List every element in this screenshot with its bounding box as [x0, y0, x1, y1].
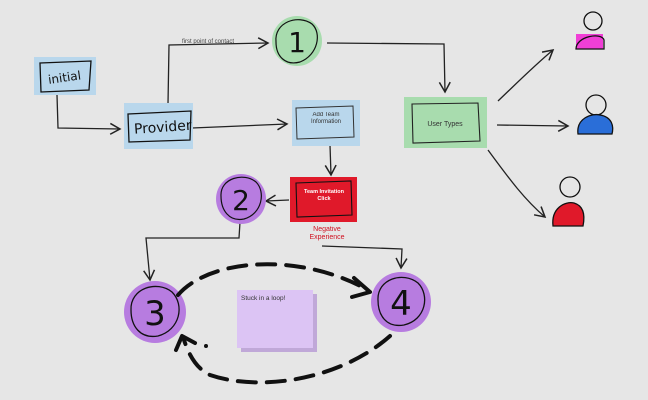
loop-bottom-arc: [182, 334, 392, 385]
loop-arrowhead-to-step4: [350, 276, 372, 299]
edge-invitation-to-step4: [321, 245, 408, 270]
edge-provider-to-add-team: [191, 118, 289, 131]
sticky-note[interactable]: Stuck in a loop!: [237, 290, 317, 352]
edge-user-types-to-user-blue: [496, 119, 570, 132]
user-red-icon: [552, 176, 585, 227]
step-3-label: 3: [144, 294, 166, 334]
node-team-invitation[interactable]: Team Invitation Click: [290, 177, 357, 222]
edge-step2-to-step3: [143, 221, 241, 282]
edge-step1-to-user-types: [326, 42, 451, 94]
user-pink-icon: [575, 11, 605, 50]
edge-user-types-to-user-red: [487, 149, 547, 219]
user-blue-icon: [577, 94, 614, 135]
step-1-circle[interactable]: 1: [272, 16, 322, 66]
step-1-label: 1: [288, 26, 306, 59]
step-4-label: 4: [390, 284, 412, 324]
edge-provider-to-step1: [167, 37, 270, 105]
node-provider[interactable]: Provider: [124, 103, 193, 149]
edge-user-types-to-user-pink: [497, 49, 555, 102]
connectors: [56, 37, 570, 282]
sticky-note-text: Stuck in a loop!: [241, 295, 286, 302]
step-2-circle[interactable]: 2: [216, 174, 266, 224]
node-initial[interactable]: initial: [34, 57, 96, 95]
edge-add-team-to-invitation: [324, 144, 337, 177]
node-add-team-information[interactable]: Add Team Information: [292, 100, 360, 146]
node-add-team-label: Add Team Information: [310, 112, 341, 125]
loop-dot: [204, 344, 208, 348]
loop-top-arc: [176, 262, 370, 297]
step-4-circle[interactable]: 4: [371, 272, 431, 332]
node-team-invitation-label: Team Invitation Click: [304, 189, 344, 202]
node-initial-label: initial: [47, 68, 82, 86]
node-user-types[interactable]: User Types: [404, 97, 487, 148]
edge-label-first-contact: first point of contact: [182, 39, 234, 45]
step-3-circle[interactable]: 3: [124, 281, 186, 343]
loop-connector: [176, 262, 392, 385]
edge-invitation-to-step2: [264, 194, 290, 207]
node-provider-label: Provider: [134, 118, 193, 138]
node-user-types-label: User Types: [427, 121, 463, 128]
edge-initial-to-provider: [56, 94, 122, 135]
edge-label-negative-experience: Negative Experience: [309, 226, 345, 241]
loop-arrowhead-to-step3: [174, 334, 197, 352]
step-2-label: 2: [232, 184, 250, 217]
